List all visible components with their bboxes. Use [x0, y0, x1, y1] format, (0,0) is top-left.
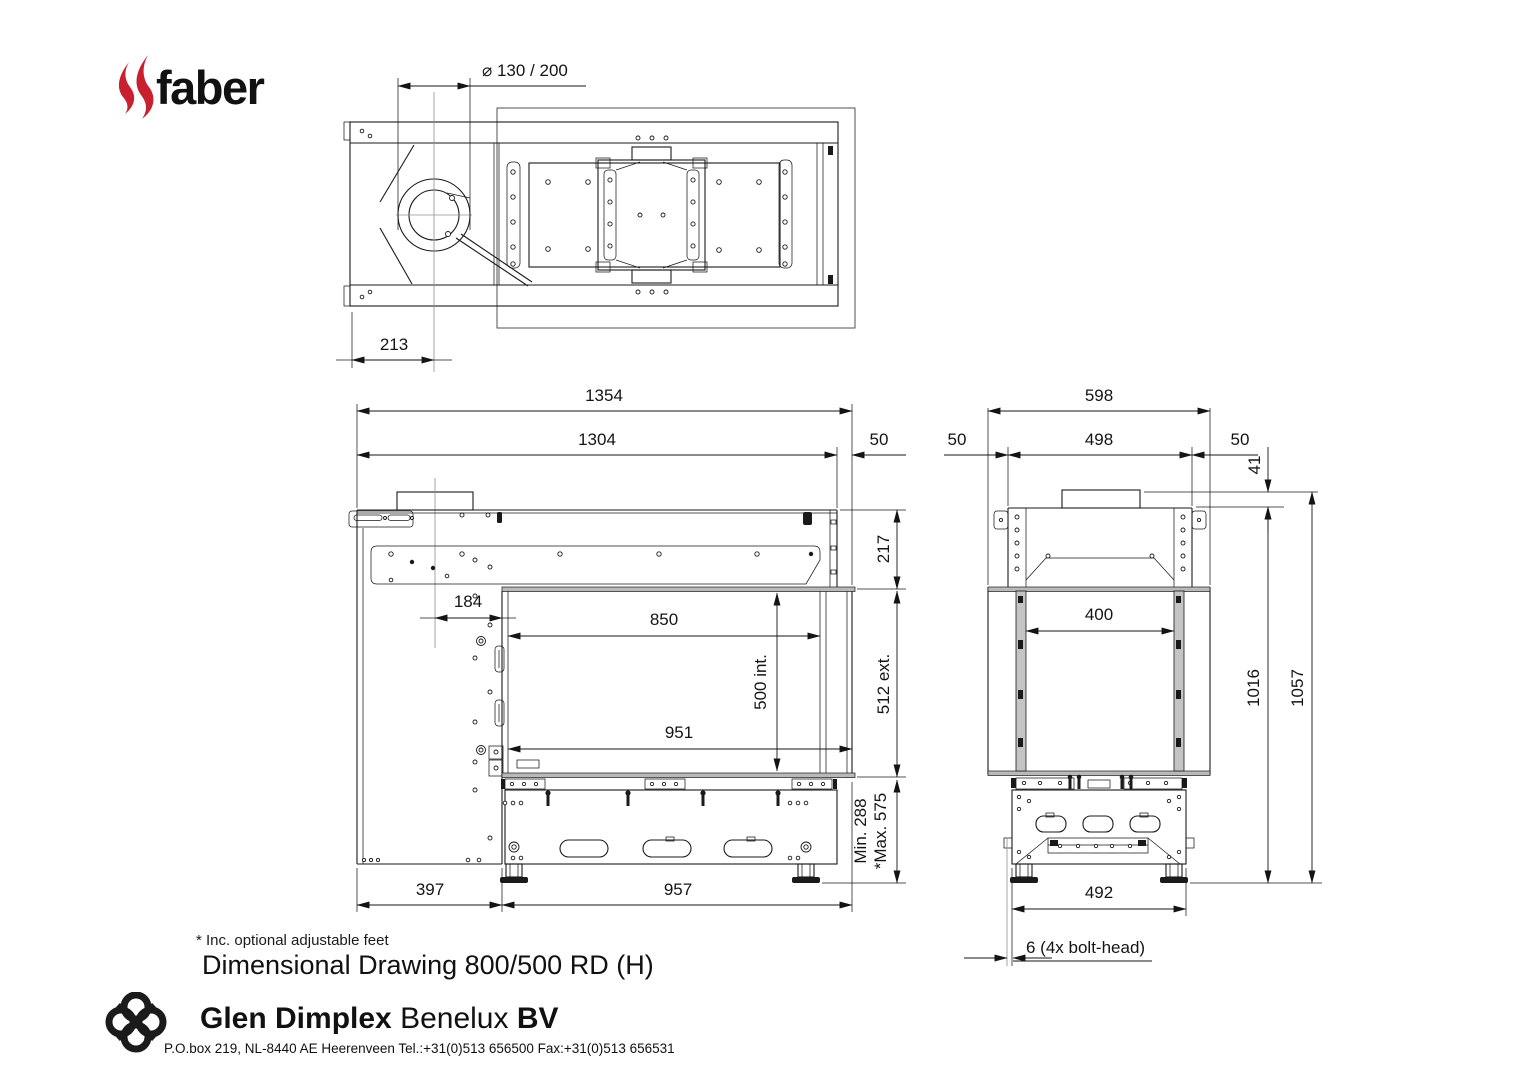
dim-left-section: 397 [356, 868, 503, 912]
latch [494, 699, 505, 727]
latch [494, 645, 505, 673]
dim-bolt-head: 6 (4x bolt-head) [964, 838, 1152, 966]
dim-body-width: 1304 [356, 430, 838, 508]
mounting-bracket [348, 510, 414, 528]
glass-pane [1015, 590, 1027, 772]
svg-text:850: 850 [650, 610, 678, 629]
dim-flue-center-inset: 184 [420, 592, 516, 622]
dim-interior-height: 500 int. [751, 592, 781, 772]
mounting-rail [1047, 837, 1149, 854]
dim-right-section: 957 [501, 782, 853, 912]
base-bolt-pair [1067, 774, 1134, 789]
base-slot [723, 839, 773, 858]
svg-text:*Max. 575: *Max. 575 [871, 793, 890, 870]
flue-offset-label: 213 [380, 335, 408, 354]
svg-text:498: 498 [1085, 430, 1113, 449]
company-name-main: Glen Dimplex [200, 1002, 392, 1035]
dim-body-height: 1016 [1244, 506, 1272, 884]
svg-text:Min. 288: Min. 288 [851, 798, 870, 863]
svg-text:184: 184 [454, 592, 482, 611]
svg-text:41: 41 [1245, 456, 1264, 475]
celtic-knot-icon [105, 992, 167, 1053]
dim-overhang-right: 50 [851, 430, 906, 459]
svg-text:50: 50 [948, 430, 967, 449]
svg-text:957: 957 [664, 880, 692, 899]
svg-text:500 int.: 500 int. [751, 654, 770, 710]
base-slot [642, 839, 692, 858]
dim-exterior-height: 512 ext. [857, 590, 906, 778]
inner-top-panel [370, 545, 821, 585]
bottom-lip-side [987, 770, 1211, 776]
dim-top-section-height: 217 [840, 509, 906, 590]
svg-text:1304: 1304 [578, 430, 616, 449]
svg-text:951: 951 [665, 723, 693, 742]
bottom-lip [501, 772, 856, 778]
side-bolt-head [1003, 837, 1013, 849]
dim-flue-diameter: ⌀ 130 / 200 [397, 61, 586, 230]
svg-text:397: 397 [416, 880, 444, 899]
top-lip-side [987, 586, 1211, 592]
dim-base-min-max: Min. 288 *Max. 575 [822, 779, 906, 884]
lock-assembly [488, 745, 504, 760]
svg-text:1354: 1354 [585, 386, 623, 405]
glass-pane [1173, 590, 1185, 772]
floor-bolts [545, 790, 781, 806]
side-ear [993, 510, 1009, 530]
base-slot-side [1082, 815, 1114, 833]
company-address: P.O.box 219, NL-8440 AE Heerenveen Tel.:… [164, 1041, 675, 1056]
dim-opening-depth: 400 [1025, 605, 1175, 635]
svg-text:598: 598 [1085, 386, 1113, 405]
side-bolt-head [1185, 837, 1195, 849]
base-slot-side [1129, 815, 1161, 833]
rating-plate [516, 759, 540, 769]
drawing-title: Dimensional Drawing 800/500 RD (H) [202, 950, 654, 980]
dim-overhang-rear: 50 [1191, 430, 1258, 459]
faber-flame-icon [118, 55, 154, 119]
top-view: ⌀ 130 / 200 213 [336, 61, 856, 372]
svg-text:1016: 1016 [1244, 669, 1263, 707]
side-ear [1191, 510, 1207, 530]
technical-drawing: ⌀ 130 / 200 213 [336, 61, 1322, 966]
svg-text:217: 217 [874, 535, 893, 563]
side-view: 598 50 498 50 41 [944, 386, 1322, 966]
svg-text:50: 50 [870, 430, 889, 449]
company-name-region: Benelux [400, 1002, 509, 1035]
svg-text:1057: 1057 [1288, 669, 1307, 707]
dim-opening-width: 850 [507, 610, 821, 640]
dim-glass-width: 951 [507, 723, 853, 753]
top-lip [501, 586, 856, 592]
front-view: 1354 1304 50 217 512 ext. [348, 386, 906, 912]
feet-note: * Inc. optional adjustable feet [196, 932, 389, 949]
base-slot [559, 839, 609, 858]
svg-text:50: 50 [1231, 430, 1250, 449]
svg-text:512 ext.: 512 ext. [874, 654, 893, 715]
base-slot-side [1035, 815, 1067, 833]
dim-flue-offset: 213 [336, 312, 452, 368]
dim-base-depth: 492 [1011, 868, 1187, 966]
flue-diameter-label: ⌀ 130 / 200 [482, 61, 568, 80]
svg-text:6 (4x bolt-head): 6 (4x bolt-head) [1026, 938, 1145, 957]
faber-wordmark: faber [156, 61, 265, 114]
svg-text:400: 400 [1085, 605, 1113, 624]
dim-overall-height: 1057 [1190, 491, 1322, 884]
flue-collar-side [1061, 489, 1141, 509]
adjustable-foot-side [1010, 863, 1188, 883]
svg-text:492: 492 [1085, 883, 1113, 902]
dim-overall-depth: 598 [987, 386, 1211, 585]
base-box [504, 789, 838, 865]
vent-slot [803, 512, 812, 525]
dim-overhang-front: 50 [944, 430, 1009, 506]
dim-body-depth: 498 [1007, 430, 1193, 506]
base-box-side [1011, 789, 1187, 865]
adjustable-foot-right [792, 863, 820, 883]
company-name-suffix: BV [516, 1002, 559, 1035]
dim-overall-width: 1354 [356, 386, 853, 585]
adjustable-foot-left [500, 863, 528, 883]
dim-collar-height: 41 [1144, 447, 1318, 532]
company-name: Glen Dimplex Benelux BV [200, 1002, 559, 1036]
